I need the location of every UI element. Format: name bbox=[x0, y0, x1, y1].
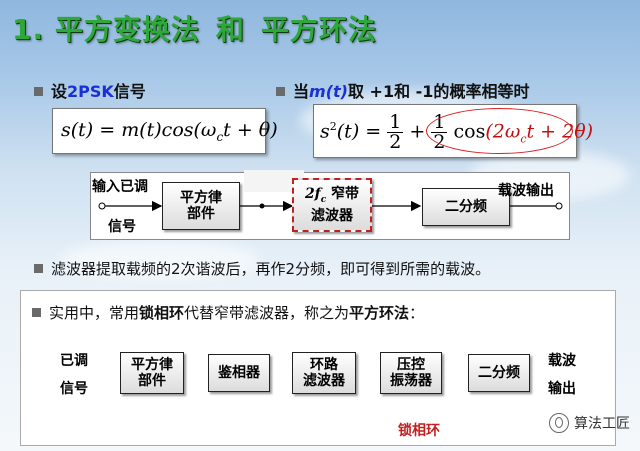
blank-patch bbox=[244, 170, 304, 192]
bullet-probability: 当m(t)取 +1和 -1的概率相等时 bbox=[276, 78, 529, 102]
output-label: 载波 bbox=[548, 353, 576, 369]
formula-2psk: s(t) = m(t)cos(ωct + θ) bbox=[52, 108, 278, 154]
output-label: 载波输出 bbox=[498, 183, 554, 199]
title-part1: 平方变换法 bbox=[54, 13, 200, 46]
slide-title: 1. 平方变换法和平方环法 bbox=[12, 8, 377, 48]
block-narrowband-filter: 2fc 窄带滤波器 bbox=[292, 178, 372, 232]
input-label: 已调 bbox=[60, 353, 88, 369]
input-label: 信号 bbox=[108, 219, 136, 235]
block-vco: 压控振荡器 bbox=[380, 352, 442, 394]
bullet-square-icon bbox=[34, 87, 43, 96]
block-phase-detector: 鉴相器 bbox=[208, 354, 270, 392]
bullet-pll: 实用中，常用锁相环代替窄带滤波器，称之为平方环法： bbox=[32, 302, 424, 323]
bullet-square-icon bbox=[276, 87, 285, 96]
block-square-law: 平方律部件 bbox=[162, 182, 240, 230]
bullet-text: 信号 bbox=[113, 82, 146, 101]
bullet-text: 设 bbox=[51, 82, 68, 101]
bullet-highlight: m(t) bbox=[309, 82, 348, 101]
block-divide-by-two: 二分频 bbox=[468, 354, 530, 392]
bullet-highlight: 2PSK bbox=[67, 82, 114, 101]
title-number: 1. bbox=[12, 13, 45, 46]
input-label: 输入已调 bbox=[92, 179, 148, 195]
cloud-decoration bbox=[60, 240, 260, 280]
input-label: 信号 bbox=[60, 381, 88, 397]
formula-text: s(t) = m(t)cos(ωct + θ) bbox=[61, 119, 278, 144]
bullet-square-icon bbox=[32, 308, 41, 317]
title-part2: 平方环法 bbox=[260, 13, 377, 46]
block-loop-filter: 环路滤波器 bbox=[292, 352, 356, 394]
bullet-square-icon bbox=[34, 264, 43, 273]
bullet-text: 取 +1和 -1的 bbox=[347, 82, 450, 101]
bullet-harmonic: 滤波器提取载频的2次谐波后，再作2分频，即可得到所需的载波。 bbox=[34, 258, 490, 279]
bullet-text: 当 bbox=[293, 82, 310, 101]
watermark: 算法工匠 bbox=[549, 413, 630, 433]
wechat-logo-icon bbox=[549, 413, 569, 433]
block-square-law: 平方律部件 bbox=[120, 352, 184, 394]
title-and: 和 bbox=[215, 13, 245, 46]
bullet-text: 时 bbox=[513, 82, 530, 101]
highlight-ellipse bbox=[426, 108, 573, 154]
pll-label: 锁相环 bbox=[398, 423, 440, 439]
bullet-highlight: 概率相等 bbox=[449, 82, 514, 101]
bullet-2psk: 设2PSK信号 bbox=[34, 78, 146, 102]
output-label: 输出 bbox=[548, 381, 576, 397]
block-divide-by-two: 二分频 bbox=[422, 188, 510, 226]
